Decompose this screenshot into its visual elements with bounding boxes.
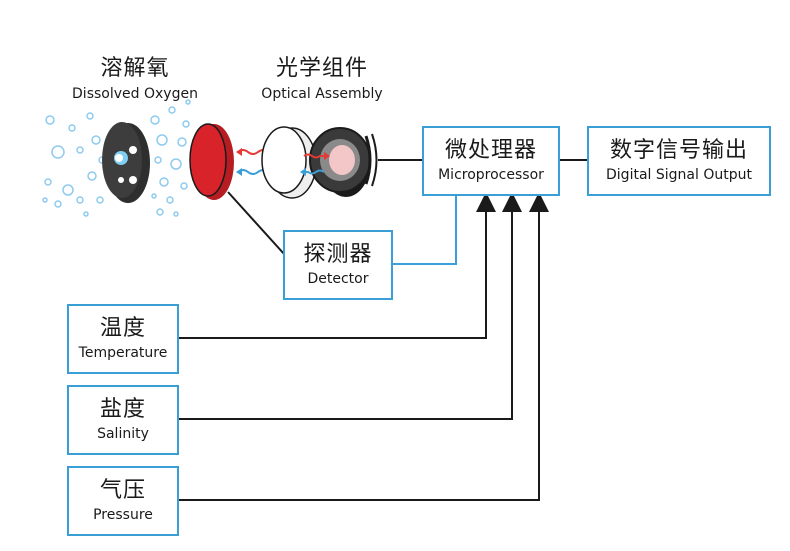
temperature-box: 温度 Temperature [67,304,179,374]
oxygen-bubbles [42,99,191,217]
connector-temperature [178,192,496,339]
connector-filter-to-detector [227,191,286,256]
connector-pressure [178,192,549,501]
dissolved-oxygen-zh: 溶解氧 [100,56,170,81]
dissolved-oxygen-label: 溶解氧 Dissolved Oxygen [55,50,215,102]
salinity-zh: 盐度 [99,397,146,422]
optical-assembly-label: 光学组件 Optical Assembly [247,50,397,102]
pressure-box: 气压 Pressure [67,466,179,536]
temperature-en: Temperature [78,345,168,361]
microprocessor-en: Microprocessor [438,167,544,183]
digital-output-en: Digital Signal Output [606,167,752,183]
detector-zh: 探测器 [303,242,373,267]
salinity-box: 盐度 Salinity [67,385,179,455]
digital-output-box: 数字信号输出 Digital Signal Output [587,126,771,196]
temperature-zh: 温度 [99,316,146,341]
optical-assembly-zh: 光学组件 [275,56,368,81]
dissolved-oxygen-en: Dissolved Oxygen [72,86,198,102]
pressure-zh: 气压 [99,478,146,503]
microprocessor-box: 微处理器 Microprocessor [422,126,560,196]
lens-disc [261,126,317,199]
detector-en: Detector [307,271,369,287]
sensor-cap [102,122,150,203]
salinity-en: Salinity [97,426,149,442]
microprocessor-zh: 微处理器 [444,138,537,163]
detector-box: 探测器 Detector [283,230,393,300]
light-arrows-right [300,152,330,176]
pressure-en: Pressure [93,507,153,523]
detector-housing [309,127,378,197]
red-filter [189,123,234,200]
optical-assembly-en: Optical Assembly [261,86,383,102]
digital-output-zh: 数字信号输出 [609,138,748,163]
connector-detector-to-cpu [391,194,457,265]
connector-salinity [178,192,522,420]
